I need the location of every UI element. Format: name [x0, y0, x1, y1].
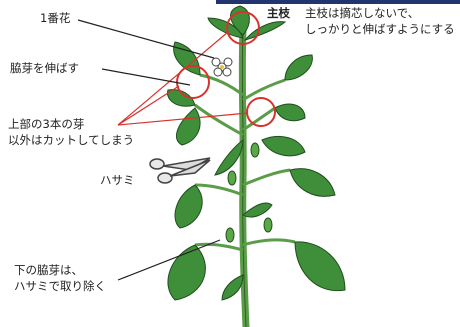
label-main-stem-note-1: 主枝は摘芯しないで、	[305, 6, 420, 20]
leader-side-shoot	[101, 68, 191, 86]
mid-left-branch	[194, 103, 244, 137]
stem-leaf-2	[242, 202, 273, 218]
stem-leaf-3	[221, 274, 244, 301]
label-first-flower: 1番花	[40, 11, 71, 25]
label-cut-others-2: 以外はカットしてしまう	[8, 133, 135, 147]
label-grow-side-shoot: 脇芽を伸ばす	[10, 61, 79, 75]
upper-left-branch	[199, 73, 244, 97]
bottom-left-leaf	[167, 244, 206, 301]
side-bud-4	[225, 227, 235, 243]
highlight-side-shoot	[176, 65, 210, 99]
highlight-main-stem	[226, 11, 260, 45]
upper-right-leaf	[284, 54, 313, 81]
mid-right-leaf	[274, 103, 306, 122]
pointer-line-main	[117, 31, 229, 126]
label-lower-shoots-2: ハサミで取り除く	[14, 279, 106, 293]
pointer-line-third	[117, 112, 249, 126]
side-bud-2	[227, 170, 237, 186]
bottom-left-branch	[194, 242, 244, 252]
scissors-icon	[149, 157, 211, 184]
lower-right-leaf	[289, 168, 336, 197]
bottom-right-branch	[242, 238, 296, 247]
label-scissors: ハサミ	[100, 173, 135, 187]
side-bud-1	[250, 142, 260, 158]
lower-right-branch	[242, 168, 291, 187]
pointer-line-side	[117, 85, 180, 126]
lower-left-branch	[194, 183, 244, 197]
main-stem-outline	[241, 29, 247, 327]
highlight-third-shoot	[246, 97, 276, 127]
mid-right-lower-leaf	[261, 136, 306, 157]
upper-right-branch	[242, 78, 286, 102]
lower-left-leaf	[174, 184, 203, 229]
side-bud-3	[263, 217, 273, 233]
top-bar	[216, 0, 460, 4]
leader-lower-shoots	[117, 239, 221, 281]
flower-icon	[211, 57, 233, 77]
label-main-stem-note-2: しっかりと伸ばすようにする	[305, 22, 455, 36]
label-main-stem: 主枝	[267, 6, 290, 20]
stem-leaf-1	[214, 138, 244, 176]
label-cut-others-1: 上部の3本の芽	[8, 117, 85, 131]
mid-right-branch	[242, 106, 276, 132]
top-leaf-right	[243, 21, 287, 41]
label-lower-shoots-1: 下の脇芽は、	[14, 263, 83, 277]
bottom-right-leaf	[294, 241, 346, 292]
leader-first-flower	[77, 19, 215, 59]
mid-left-leaf	[175, 107, 201, 146]
